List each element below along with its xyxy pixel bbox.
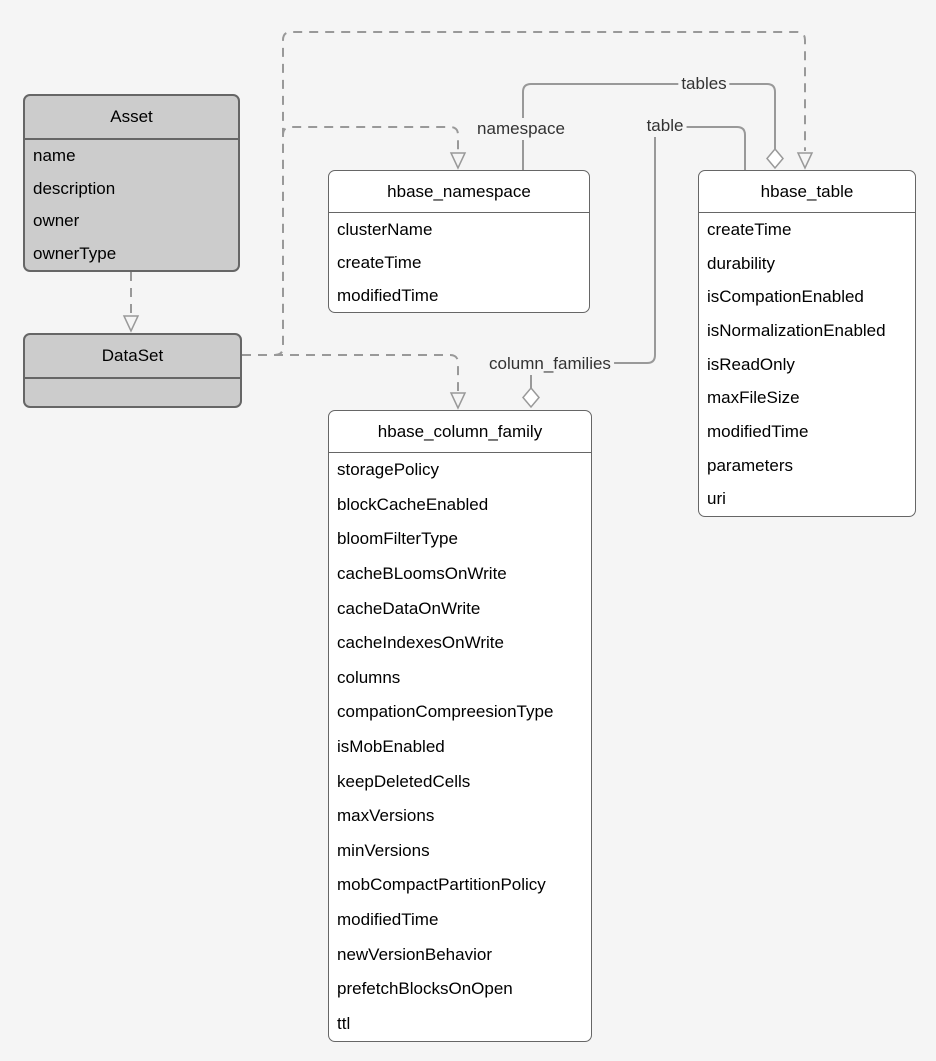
field-row: parameters <box>707 455 793 475</box>
field-row: mobCompactPartitionPolicy <box>337 875 546 895</box>
edge-label-namespace: namespace <box>474 118 568 140</box>
aggregation-diamond-icon <box>766 147 784 170</box>
field-row: minVersions <box>337 840 430 860</box>
field-row: createTime <box>337 252 422 272</box>
realization-arrowhead-icon <box>796 152 814 170</box>
field-row: compationCompreesionType <box>337 702 554 722</box>
field-row: ttl <box>337 1013 351 1033</box>
field-row: description <box>33 178 116 198</box>
field-row: ownerType <box>33 243 117 263</box>
field-row: maxFileSize <box>707 388 800 408</box>
field-row: cacheDataOnWrite <box>337 598 481 618</box>
field-row: maxVersions <box>337 806 435 826</box>
field-row: prefetchBlocksOnOpen <box>337 979 513 999</box>
field-row: createTime <box>707 219 792 239</box>
realization-arrowhead-icon <box>449 392 467 410</box>
entity-title: DataSet <box>25 335 240 379</box>
field-row: cacheBLoomsOnWrite <box>337 564 507 584</box>
field-row: isMobEnabled <box>337 737 445 757</box>
field-row: columns <box>337 667 401 687</box>
field-row: isCompationEnabled <box>707 287 864 307</box>
field-list: name description owner ownerType <box>25 140 238 270</box>
edge-dataset-table <box>242 31 806 356</box>
empty-attributes-compartment <box>25 379 240 406</box>
field-row: name <box>33 146 76 166</box>
field-row: newVersionBehavior <box>337 944 492 964</box>
field-row: clusterName <box>337 219 433 239</box>
entity-hbase-table: hbase_table createTime durability isComp… <box>698 170 916 517</box>
field-list: createTime durability isCompationEnabled… <box>699 213 915 516</box>
field-row: modifiedTime <box>337 910 439 930</box>
edge-dataset-columnfamily <box>242 354 459 391</box>
entity-title: hbase_table <box>699 171 915 213</box>
entity-title: hbase_column_family <box>329 411 591 453</box>
entity-title: hbase_namespace <box>329 171 589 213</box>
field-row: storagePolicy <box>337 460 440 480</box>
field-row: cacheIndexesOnWrite <box>337 633 504 653</box>
field-row: blockCacheEnabled <box>337 494 489 514</box>
aggregation-diamond-icon <box>522 386 540 409</box>
field-row: owner <box>33 211 80 231</box>
field-row: isReadOnly <box>707 354 795 374</box>
entity-hbase-column-family: hbase_column_family storagePolicy blockC… <box>328 410 592 1042</box>
entity-asset: Asset name description owner ownerType <box>23 94 240 272</box>
field-list: storagePolicy blockCacheEnabled bloomFil… <box>329 453 591 1041</box>
field-row: keepDeletedCells <box>337 771 471 791</box>
realization-arrowhead-icon <box>122 315 140 333</box>
edge-label-tables: tables <box>678 73 730 95</box>
entity-dataset: DataSet <box>23 333 242 408</box>
entity-title: Asset <box>25 96 238 140</box>
edge-label-table: table <box>643 115 687 137</box>
field-list: clusterName createTime modifiedTime <box>329 213 589 312</box>
field-row: bloomFilterType <box>337 529 458 549</box>
field-row: isNormalizationEnabled <box>707 320 886 340</box>
entity-hbase-namespace: hbase_namespace clusterName createTime m… <box>328 170 590 313</box>
field-row: modifiedTime <box>707 421 809 441</box>
edge-label-column-families: column_families <box>486 353 614 375</box>
edge-namespace-tables <box>522 83 776 170</box>
field-row: modifiedTime <box>337 285 439 305</box>
field-row: uri <box>707 489 726 509</box>
realization-arrowhead-icon <box>449 152 467 170</box>
field-row: durability <box>707 253 776 273</box>
